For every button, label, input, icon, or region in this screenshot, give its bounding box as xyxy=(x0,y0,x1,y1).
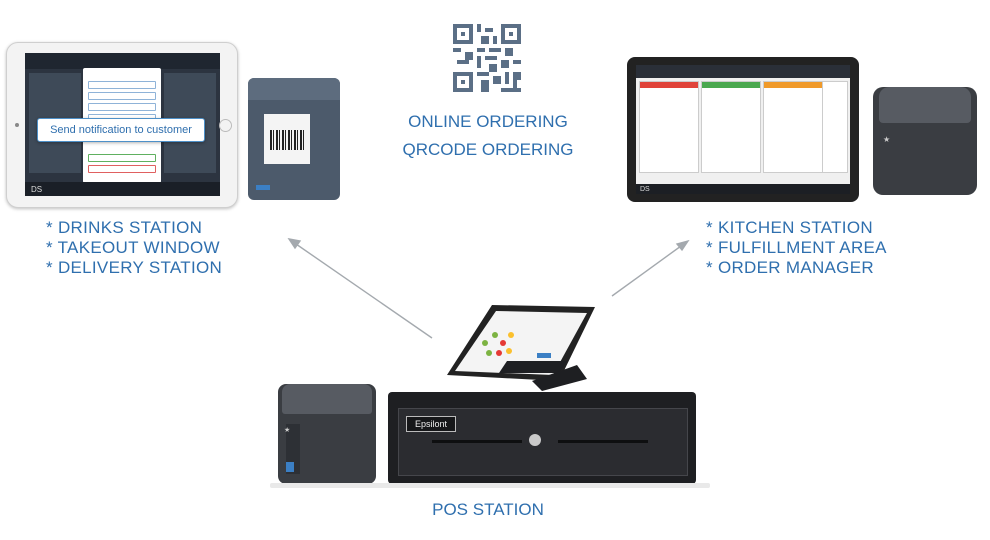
kitchen-display-device: DS xyxy=(627,57,859,202)
order-column xyxy=(763,81,823,173)
floor-shadow xyxy=(270,483,710,488)
arrow-head-right xyxy=(675,239,690,252)
station-item: * FULFILLMENT AREA xyxy=(706,238,887,257)
printer-logo: ★ xyxy=(284,427,291,434)
dialog-row xyxy=(88,92,156,100)
arrow-to-left-icon xyxy=(295,243,433,339)
ds-brand: DS xyxy=(31,185,43,194)
receipt-printer-left xyxy=(248,78,340,200)
qr-code-icon xyxy=(453,24,521,92)
station-item: * DELIVERY STATION xyxy=(46,258,223,277)
order-column xyxy=(639,81,699,173)
receipt-printer-right: ★ xyxy=(873,87,977,195)
home-button xyxy=(219,119,232,132)
left-station-list: * DRINKS STATION * TAKEOUT WINDOW * DELI… xyxy=(46,218,266,278)
dialog-row xyxy=(88,81,156,89)
order-sidebar xyxy=(822,81,848,173)
lock-icon xyxy=(529,434,541,446)
cash-drawer: Epsilont xyxy=(388,392,696,484)
camera xyxy=(15,123,19,127)
station-item: * KITCHEN STATION xyxy=(706,218,873,237)
qrcode-ordering-label: QRCODE ORDERING xyxy=(402,140,574,159)
send-notification-button[interactable]: Send notification to customer xyxy=(37,118,205,142)
dialog-row xyxy=(88,154,156,162)
arrow-to-right-icon xyxy=(611,245,682,297)
dialog-row xyxy=(88,103,156,111)
right-station-list: * KITCHEN STATION * FULFILLMENT AREA * O… xyxy=(706,218,936,278)
ds-brand: DS xyxy=(640,186,650,193)
pos-station-label: POS STATION xyxy=(432,500,544,519)
barcode-label xyxy=(270,130,304,150)
screen-bottombar: DS xyxy=(25,182,220,196)
station-item: * DRINKS STATION xyxy=(46,218,203,237)
online-ordering-label: ONLINE ORDERING xyxy=(408,112,568,131)
screen-topbar xyxy=(25,53,220,69)
station-item: * ORDER MANAGER xyxy=(706,258,874,277)
printer-logo: ★ xyxy=(883,135,891,144)
order-column xyxy=(701,81,761,173)
dialog-row xyxy=(88,165,156,173)
arrow-head-left xyxy=(287,238,302,250)
screen-bottombar: DS xyxy=(636,184,850,194)
receipt-printer-pos: ★ xyxy=(278,384,376,484)
station-item: * TAKEOUT WINDOW xyxy=(46,238,220,257)
pos-tablet xyxy=(447,305,595,391)
drawer-brand: Epsilont xyxy=(406,416,456,432)
kitchen-screen: DS xyxy=(636,65,850,194)
screen-topbar xyxy=(636,65,850,78)
